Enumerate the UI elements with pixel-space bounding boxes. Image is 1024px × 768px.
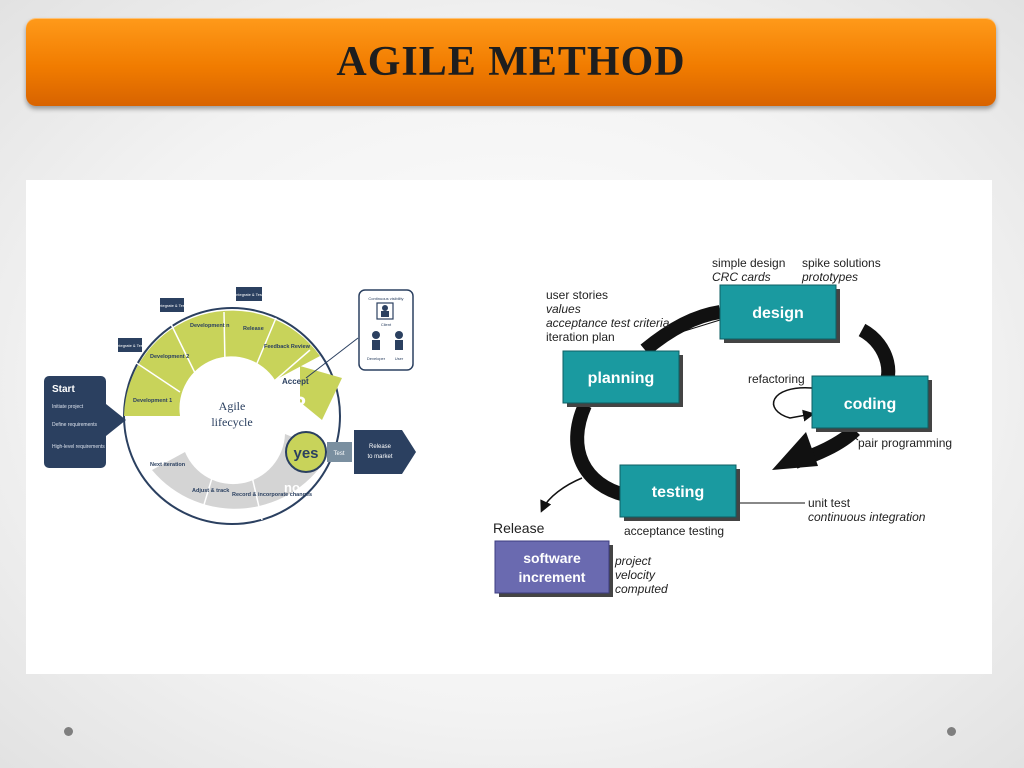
release-to-market-box — [354, 430, 416, 474]
test-label: Test — [333, 451, 344, 457]
start-item-3: High-level requirements — [52, 444, 105, 450]
design-note-left-2: CRC cards — [712, 270, 771, 284]
yes-circle — [285, 431, 327, 473]
accept-arrow — [300, 366, 342, 420]
refactoring-label: refactoring — [748, 372, 805, 386]
yes-label: yes — [293, 445, 318, 462]
decorative-dot-left — [64, 727, 73, 736]
refactoring-loop — [772, 387, 815, 422]
accept-question-mark: ? — [293, 392, 306, 417]
svg-text:Developer: Developer — [367, 356, 386, 361]
lifecycle-green-band — [124, 310, 320, 416]
velocity-note-3: computed — [615, 582, 668, 596]
software-increment-line1: software — [523, 550, 581, 566]
segment-label-dev1: Development 1 — [133, 398, 172, 404]
segment-label-record: Record & incorporate changes — [232, 492, 312, 498]
release-to-market-line1: Release — [369, 444, 392, 450]
loop-segment-testing-planning — [570, 402, 627, 502]
planning-note-3: acceptance test criteria — [546, 316, 670, 330]
design-note-right-2: prototypes — [801, 270, 858, 284]
design-notes: simple design CRC cards spike solutions … — [712, 256, 881, 284]
coding-label: coding — [844, 396, 896, 413]
coding-box: coding — [811, 375, 932, 432]
start-item-2: Define requirements — [52, 422, 98, 428]
segment-label-adjust: Adjust & track — [192, 488, 230, 494]
velocity-note-2: velocity — [615, 568, 656, 582]
svg-text:Client: Client — [381, 322, 392, 327]
segment-label-feedback: Feedback Review — [264, 344, 311, 350]
lifecycle-center-line2: lifecycle — [211, 415, 252, 429]
release-arrow — [540, 477, 583, 513]
segment-labels: Development 2 Development n Release Feed… — [133, 323, 312, 498]
continuous-integration-label: continuous integration — [808, 510, 926, 524]
integrate-tag-3: Integrate & Test — [235, 287, 264, 301]
integrate-tag-1: Integrate & Test — [116, 338, 145, 352]
svg-text:Continuous visibility: Continuous visibility — [368, 296, 403, 301]
planning-note-4: iteration plan — [546, 330, 615, 344]
svg-text:Integrate & Test: Integrate & Test — [235, 292, 264, 297]
planning-box: planning — [562, 350, 683, 407]
pair-programming-label: pair programming — [858, 436, 952, 450]
acceptance-testing-label: acceptance testing — [624, 524, 724, 538]
design-note-left-1: simple design — [712, 256, 785, 270]
testing-label: testing — [652, 484, 704, 501]
svg-text:User: User — [395, 356, 404, 361]
planning-notes-connector — [677, 319, 721, 334]
agile-lifecycle-diagram: Agile lifecycle Development 2 Developmen… — [44, 287, 416, 525]
lifecycle-hub — [180, 364, 284, 468]
svg-text:Integrate & Test: Integrate & Test — [116, 343, 145, 348]
no-label: no — [284, 480, 300, 495]
segment-dividers — [134, 311, 311, 521]
design-note-right-1: spike solutions — [802, 256, 881, 270]
unit-test-label: unit test — [808, 496, 851, 510]
start-box: Start Initiate project Define requiremen… — [44, 376, 126, 468]
design-label: design — [752, 305, 804, 322]
arrowhead-coding-to-testing — [772, 432, 818, 470]
software-increment-box: software increment — [494, 540, 613, 597]
segment-label-release: Release — [243, 326, 264, 332]
release-label: Release — [493, 520, 545, 536]
segment-label-accept: Accept — [282, 377, 309, 386]
stakeholders-connector — [305, 337, 359, 379]
segment-label-devn: Development n — [190, 323, 230, 329]
start-title: Start — [52, 384, 75, 395]
planning-note-1: user stories — [546, 288, 608, 302]
decorative-dot-right — [947, 727, 956, 736]
svg-text:Integrate & Test: Integrate & Test — [158, 303, 187, 308]
slide-title: AGILE METHOD — [336, 39, 686, 85]
title-bar: AGILE METHOD — [26, 18, 996, 106]
segment-label-next-iteration: Next iteration — [150, 462, 186, 468]
planning-notes: user stories values acceptance test crit… — [546, 288, 670, 344]
velocity-note-1: project — [614, 554, 652, 568]
xp-process-diagram: design planning coding testing software … — [493, 256, 952, 597]
segment-label-dev2: Development 2 — [150, 354, 189, 360]
start-item-1: Initiate project — [52, 404, 84, 410]
lifecycle-center-line1: Agile — [219, 399, 246, 413]
software-increment-line2: increment — [519, 569, 586, 585]
planning-label: planning — [588, 370, 655, 387]
planning-note-2: values — [546, 302, 581, 316]
testing-box: testing — [619, 464, 740, 521]
release-to-market-line2: to market — [367, 454, 392, 460]
design-box: design — [719, 284, 840, 343]
stakeholders-box: Continuous visibility Client Developer U… — [358, 289, 414, 371]
integrate-tag-2: Integrate & Test — [158, 298, 187, 312]
velocity-notes: project velocity computed — [614, 554, 668, 596]
loop-segment-planning-design — [640, 305, 722, 356]
test-box — [327, 442, 352, 462]
